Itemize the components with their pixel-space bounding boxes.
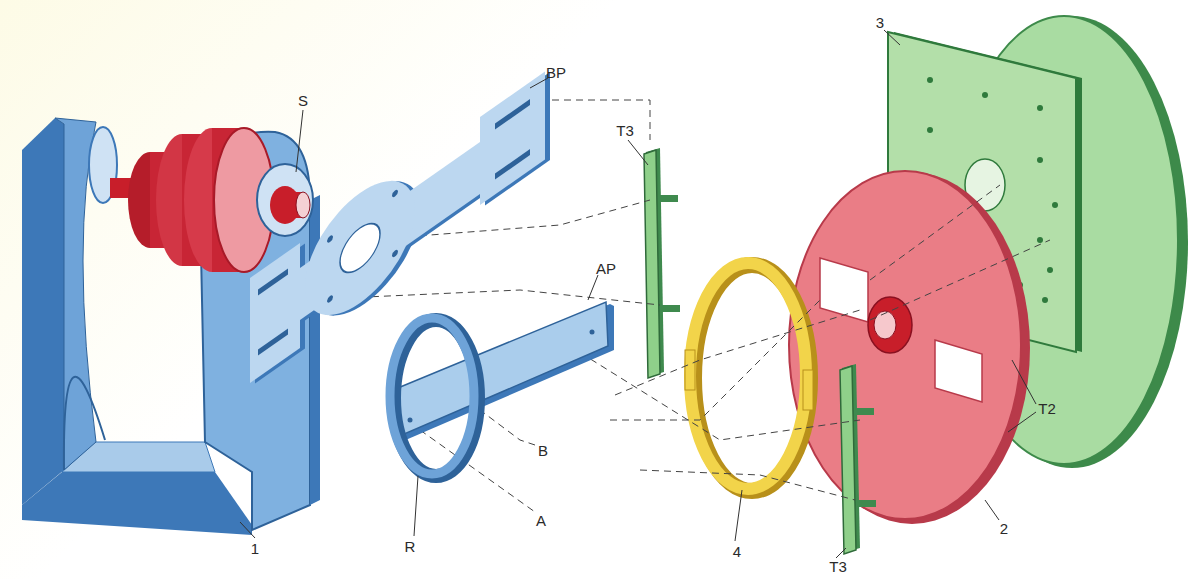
part-label: R [405,539,416,554]
red-disk [789,171,1030,524]
assembly-line [300,100,1050,512]
part-label: AP [596,261,616,276]
clamp-bar [644,148,876,554]
ring-r [390,318,478,476]
part-label: 2 [1000,521,1008,536]
leader-line [240,30,1036,558]
part-label: S [298,93,308,108]
part-label: BP [546,65,566,80]
yellow-ring [685,263,813,491]
part-label: A [536,513,546,528]
part-label: T3 [616,123,634,138]
part-label: T3 [829,559,847,574]
part-label: 3 [876,15,884,30]
bearing [257,164,313,236]
part-label: B [538,443,548,458]
part-label: 1 [251,541,259,556]
part-label: 4 [733,544,741,559]
pulley [89,127,274,272]
support-stand [22,118,320,535]
part-label: T2 [1038,401,1056,416]
